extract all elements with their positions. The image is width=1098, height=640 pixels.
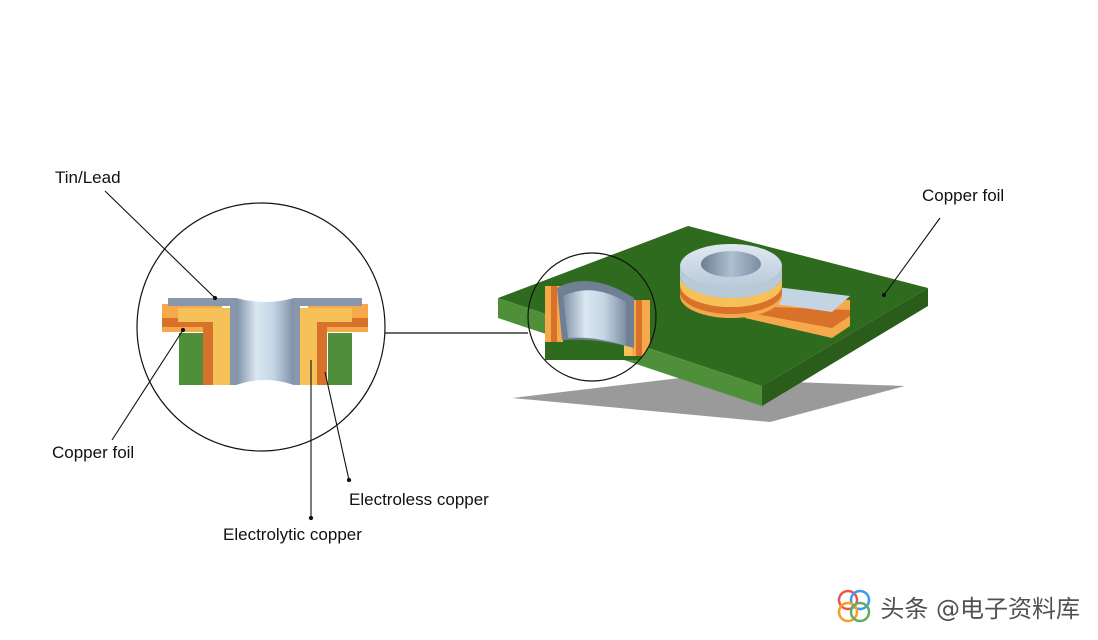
leader-lines [104, 190, 941, 521]
label-copper-foil-right: Copper foil [922, 186, 1005, 205]
magnifier-circle-large [136, 202, 386, 452]
pad-ring-yellow [680, 276, 782, 307]
via-cutaway [527, 252, 657, 382]
trace-dark-stripe [745, 306, 850, 328]
watermark: 头条 @电子资料库 [834, 586, 1080, 626]
board-shadow [512, 378, 905, 422]
watermark-logo-icon [838, 589, 871, 623]
pad-with-trace [680, 244, 850, 338]
pad-ring-side [680, 266, 782, 298]
label-electrolytic-copper: Electrolytic copper [223, 525, 362, 544]
electrolytic-copper-right [300, 308, 352, 385]
leader-tin-lead [104, 190, 216, 299]
cross-section-detail [136, 202, 386, 452]
label-tin-lead: Tin/Lead [55, 168, 121, 187]
pad-ring-stripe [680, 285, 782, 314]
label-copper-foil-left: Copper foil [52, 443, 135, 462]
magnifier-circle-small [527, 252, 657, 382]
label-electroless-copper: Electroless copper [349, 490, 489, 509]
board-right-edge [762, 288, 928, 406]
substrate-left [179, 333, 203, 385]
electroless-copper-left [162, 318, 215, 385]
plated-barrel [236, 298, 294, 385]
pcb-3d-view [498, 226, 928, 422]
electrolytic-copper-left [178, 308, 230, 385]
leader-copper-foil-right [883, 217, 941, 296]
leader-copper-foil-left [111, 329, 184, 441]
leader-electroless [324, 371, 350, 481]
watermark-text: 头条 @电子资料库 [880, 594, 1080, 623]
electroless-copper-right [315, 318, 368, 385]
substrate-right [328, 333, 352, 385]
pad-hole [701, 251, 761, 277]
